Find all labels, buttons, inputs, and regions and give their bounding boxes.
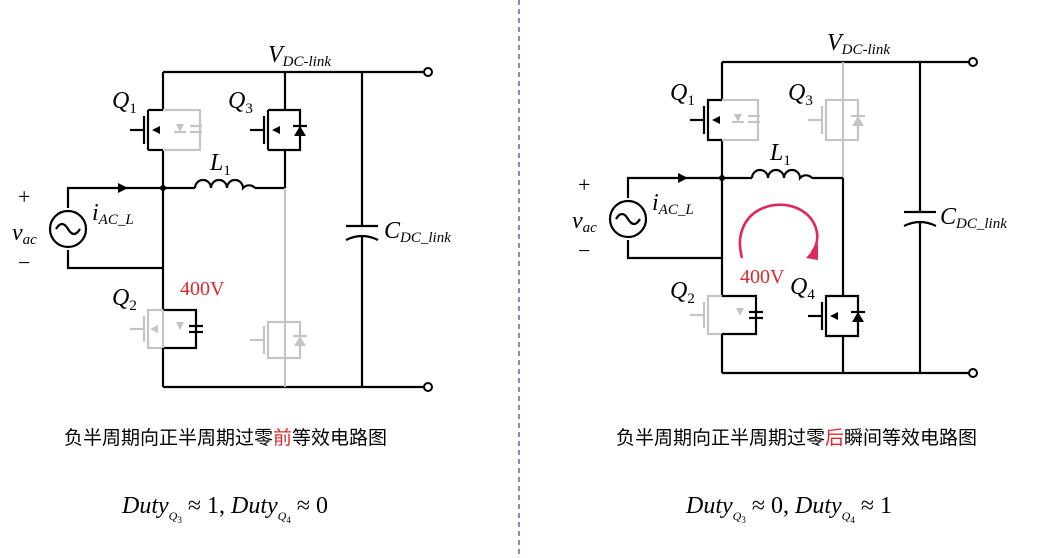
right-iac-label: iAC_L [652,190,694,218]
left-cdc-label: CDC_link [384,218,451,246]
left-minus-sign: − [18,250,30,275]
right-caption-highlight: 后 [825,427,845,449]
right-q2-label: Q2 [670,278,695,307]
left-circuit [48,67,433,392]
left-iac-label: iAC_L [92,200,134,228]
right-circuit [608,57,978,378]
right-voltage-label: 400V [740,266,785,288]
left-caption-highlight: 前 [273,427,293,449]
left-caption-post: 等效电路图 [292,427,388,449]
left-q1-label: Q1 [112,88,137,117]
right-minus-sign: − [578,238,590,263]
right-cdc-label: CDC_link [940,204,1007,232]
right-caption-pre: 负半周期向正半周期过零 [616,427,826,449]
left-l1-label: L1 [209,150,231,179]
left-q2-label: Q2 [112,285,137,314]
right-l1-label: L1 [769,140,791,169]
right-vac-label: vac [572,208,597,236]
left-caption-pre: 负半周期向正半周期过零 [64,427,274,449]
left-q3-label: Q3 [228,88,253,117]
right-plus-sign: + [578,172,590,197]
left-vac-label: vac [12,220,37,248]
right-q1-label: Q1 [670,80,695,109]
right-caption: 负半周期向正半周期过零后瞬间等效电路图 [616,423,977,450]
left-duty-equation: DutyQ3 ≈ 1, DutyQ4 ≈ 0 [122,493,328,525]
right-q3-label: Q3 [788,80,813,109]
left-caption: 负半周期向正半周期过零前等效电路图 [64,423,387,450]
left-voltage-label: 400V [180,278,225,300]
left-vdc-label: VDC-link [268,42,331,70]
right-caption-post: 瞬间等效电路图 [844,427,978,449]
left-plus-sign: + [18,184,30,209]
right-vdc-label: VDC-link [827,30,890,58]
right-q4-label: Q4 [790,274,815,303]
right-duty-equation: DutyQ3 ≈ 0, DutyQ4 ≈ 1 [686,493,892,525]
